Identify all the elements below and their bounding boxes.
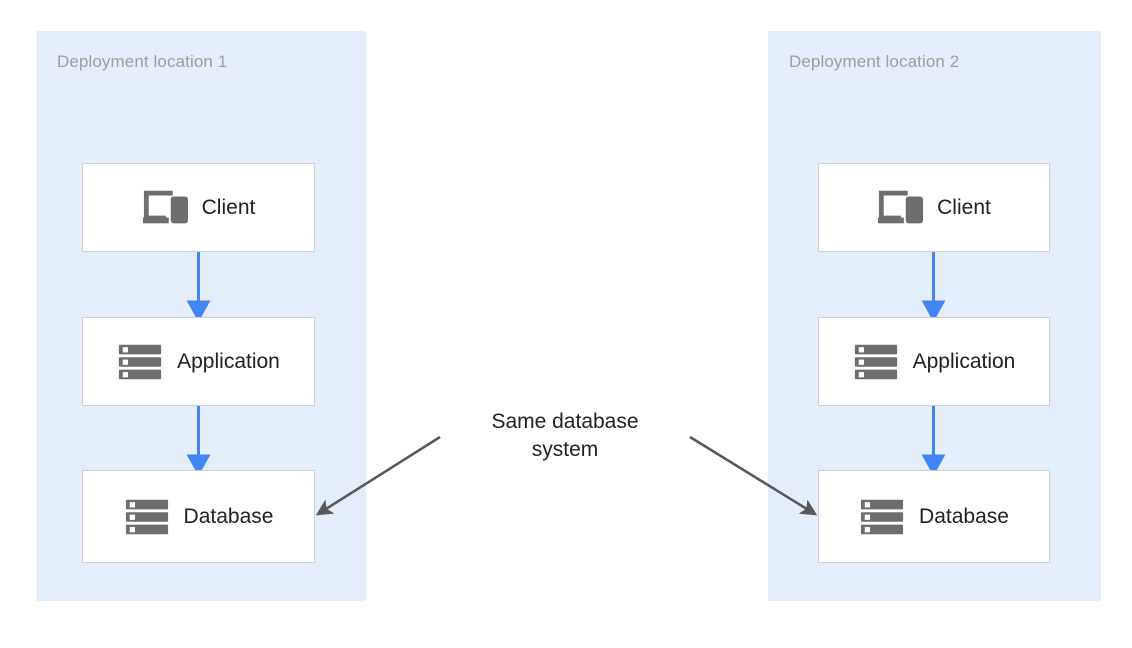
server-icon — [860, 499, 904, 534]
deployment-zone-2-label: Deployment location 2 — [789, 52, 960, 71]
devices-icon — [142, 190, 188, 223]
node-client-1[interactable]: Client — [82, 163, 315, 252]
deployment-zone-1-label: Deployment location 1 — [57, 52, 228, 71]
devices-icon — [878, 190, 924, 223]
node-application-2[interactable]: Application — [818, 317, 1050, 406]
node-application-2-label: Application — [912, 350, 1016, 373]
node-application-1[interactable]: Application — [82, 317, 315, 406]
node-client-2-label: Client — [937, 196, 991, 219]
node-client-2[interactable]: Client — [818, 163, 1050, 252]
server-icon — [125, 499, 168, 534]
node-client-1-label: Client — [201, 196, 256, 219]
annotation-label: Same database system — [491, 410, 639, 461]
node-application-1-label: Application — [177, 350, 280, 373]
node-database-2-label: Database — [919, 505, 1009, 528]
node-database-1[interactable]: Database — [82, 470, 315, 563]
node-database-1-label: Database — [183, 505, 274, 528]
node-database-2[interactable]: Database — [818, 470, 1050, 563]
server-icon — [119, 344, 162, 379]
server-icon — [854, 344, 897, 379]
